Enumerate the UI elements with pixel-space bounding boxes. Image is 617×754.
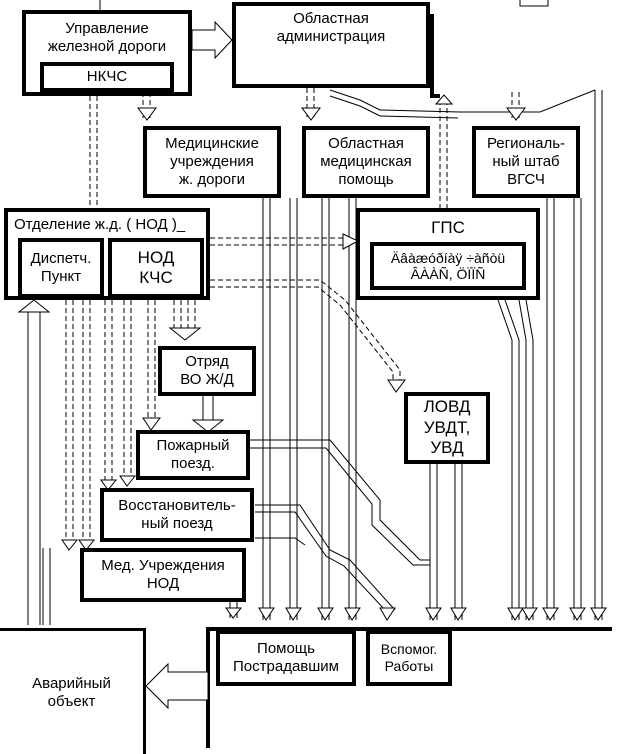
- dispatch-label: Диспетч. Пункт: [30, 250, 92, 285]
- aux-works-box: Вспомог. Работы: [366, 630, 452, 686]
- nod-kchs-label: НОД КЧС: [137, 247, 175, 287]
- rail-division-label: Отделение ж.д. ( НОД )_: [14, 216, 186, 233]
- feedback-lines: [27, 0, 101, 625]
- victims-help-box: Помощь Пострадавшим: [216, 630, 356, 686]
- recovery-train-box: Восстановитель- ный поезд: [100, 488, 254, 542]
- top-right-arrow-line: [519, 0, 549, 7]
- rail-medical-box: Медицинские учреждения ж. дороги: [143, 126, 281, 198]
- train-lines: [202, 392, 430, 618]
- nod-medical-label: Мед. Учреждения НОД: [101, 557, 225, 592]
- accident-site-label: Аварийный объект: [32, 674, 111, 710]
- gps-title: ГПС: [431, 218, 465, 237]
- railway-admin-label: Управление железной дороги: [47, 20, 167, 55]
- nkchs-box: НКЧС: [40, 62, 174, 92]
- lovd-box: ЛОВД УВДТ, УВД: [404, 392, 490, 464]
- regional-medical-box: Областная медицинская помощь: [302, 126, 430, 198]
- gps-box: ГПС Äâàæóðíàÿ ÷àñòü ÂÀÀÑ, ÖÏÏÑ: [356, 208, 540, 300]
- nkchs-label: НКЧС: [86, 68, 128, 85]
- control-lines: [65, 80, 520, 540]
- regional-medical-label: Областная медицинская помощь: [320, 135, 412, 188]
- recovery-train-label: Восстановитель- ный поезд: [118, 497, 236, 532]
- regional-admin-box: Областная администрация: [232, 2, 430, 88]
- detachment-label: Отряд ВО Ж/Д: [180, 353, 234, 388]
- detachment-box: Отряд ВО Ж/Д: [158, 346, 256, 396]
- fire-train-box: Пожарный поезд.: [136, 430, 250, 480]
- rail-medical-label: Медицинские учреждения ж. дороги: [165, 135, 259, 188]
- dispatch-box: Диспетч. Пункт: [18, 238, 104, 298]
- regional-admin-label: Областная администрация: [276, 10, 386, 45]
- arrow-heads: [17, 20, 607, 710]
- regional-hq-label: Региональ- ный штаб ВГСЧ: [486, 135, 566, 188]
- lovd-label: ЛОВД УВДТ, УВД: [423, 397, 471, 458]
- response-frame: [206, 14, 612, 748]
- accident-site-box: Аварийный объект: [0, 628, 146, 754]
- gps-inner-box: Äâàæóðíàÿ ÷àñòü ÂÀÀÑ, ÖÏÏÑ: [370, 242, 526, 291]
- regional-hq-box: Региональ- ный штаб ВГСЧ: [472, 126, 580, 198]
- aux-works-label: Вспомог. Работы: [380, 641, 438, 674]
- gps-subtitle: Äâàæóðíàÿ ÷àñòü ÂÀÀÑ, ÖÏÏÑ: [390, 249, 506, 283]
- nod-kchs-box: НОД КЧС: [108, 238, 204, 298]
- nod-medical-box: Мед. Учреждения НОД: [80, 548, 246, 602]
- fire-train-label: Пожарный поезд.: [156, 437, 230, 472]
- victims-help-label: Помощь Пострадавшим: [233, 640, 339, 675]
